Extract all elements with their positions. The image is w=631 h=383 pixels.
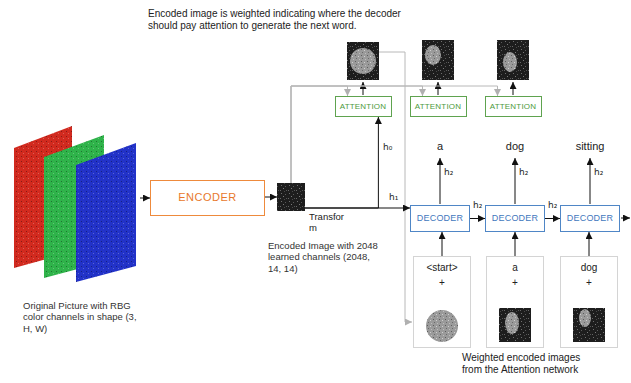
hidden-state-label: h₂ <box>547 201 558 210</box>
note: Encoded image is weighted indicating whe… <box>148 8 406 32</box>
arrow <box>363 82 364 95</box>
node-text: DECODER <box>567 213 613 224</box>
caption: Weighted encoded images from the Attenti… <box>462 352 602 376</box>
image-caption: Encoded Image with 2048 learned channels… <box>268 240 380 274</box>
decoder-input-box: <start> + <box>413 256 471 348</box>
node-text: ATTENTION <box>490 102 537 112</box>
weighted-image <box>426 310 458 342</box>
encoded-feature-arrow <box>291 86 498 183</box>
attention-focus <box>425 45 441 65</box>
flow-arrow <box>140 198 150 199</box>
attention-maps <box>347 40 529 80</box>
node-text: ATTENTION <box>340 102 387 112</box>
hidden-state-label: h₁ <box>388 193 399 202</box>
arrow <box>438 82 439 95</box>
node-text: DECODER <box>492 213 538 224</box>
output-word: sitting <box>565 140 615 153</box>
weighted-image-feed <box>379 52 412 322</box>
output-word: dog <box>495 140 535 153</box>
node-text: ENCODER <box>178 191 237 204</box>
transform-label: Transform <box>309 211 349 234</box>
encoded-feature-arrow <box>291 86 423 183</box>
input-image: Original Picture with RBG color channels… <box>12 118 140 278</box>
node-text: <start> <box>426 262 457 274</box>
node-text: + <box>586 277 592 289</box>
node-text: dog <box>581 262 598 274</box>
node-text: + <box>439 277 445 289</box>
weighted-focus <box>505 312 519 334</box>
next-step-arrow <box>621 218 630 219</box>
weighted-image <box>499 308 531 342</box>
arrow <box>513 82 514 95</box>
flow-arrow <box>305 117 378 208</box>
blue-texture <box>76 143 136 282</box>
node-text: DECODER <box>417 213 463 224</box>
decoder-input-box: dog + <box>560 256 618 348</box>
flow-arrow <box>305 208 410 209</box>
flow-arrow <box>470 218 485 219</box>
flow-arrow <box>442 232 443 256</box>
attention-focus <box>350 48 376 74</box>
hidden-state-label: h₀ <box>382 143 393 152</box>
output-word: a <box>420 140 460 153</box>
node-text: ATTENTION <box>415 102 462 112</box>
weighted-images <box>426 308 605 342</box>
hidden-state-label: h₂ <box>594 167 608 178</box>
hidden-state-label: h₂ <box>519 167 533 178</box>
arrow <box>440 158 441 204</box>
rgb-channels <box>14 126 136 282</box>
attention-focus <box>503 52 517 72</box>
hidden-state-label: h₂ <box>444 167 458 178</box>
word-output-arrows <box>440 158 590 204</box>
decoder-input-box: a+ <box>486 256 544 348</box>
encoder-box: ENCODER <box>150 180 265 216</box>
attention-box: ATTENTION <box>410 96 467 117</box>
hidden-state-label: h₂ <box>472 201 483 210</box>
arrow <box>515 158 516 204</box>
attention-box: ATTENTION <box>335 96 392 117</box>
decoder-box: DECODER <box>485 205 545 232</box>
decoder-box: DECODER <box>410 205 470 232</box>
flow-arrow <box>515 232 516 256</box>
node-text: + <box>512 277 518 289</box>
encoded-image-node: Encoded Image with 2048 learned channels… <box>277 183 305 211</box>
weighted-focus <box>579 309 591 327</box>
decoder-box: DECODER <box>560 205 620 232</box>
attention-box: ATTENTION <box>485 96 542 117</box>
attention-map <box>422 40 454 80</box>
weighted-image <box>573 308 605 342</box>
attention-output-arrows <box>363 82 513 95</box>
attention-map <box>497 40 529 80</box>
encoded-image <box>277 183 305 211</box>
flow-arrow <box>545 218 560 219</box>
node-text: a <box>512 262 518 274</box>
flow-arrow <box>589 232 590 256</box>
image-caption: Original Picture with RBG color channels… <box>23 300 141 334</box>
blue-channel <box>76 143 136 282</box>
attention-map <box>347 42 379 80</box>
flow-arrow <box>265 197 277 198</box>
arrow <box>590 158 591 204</box>
